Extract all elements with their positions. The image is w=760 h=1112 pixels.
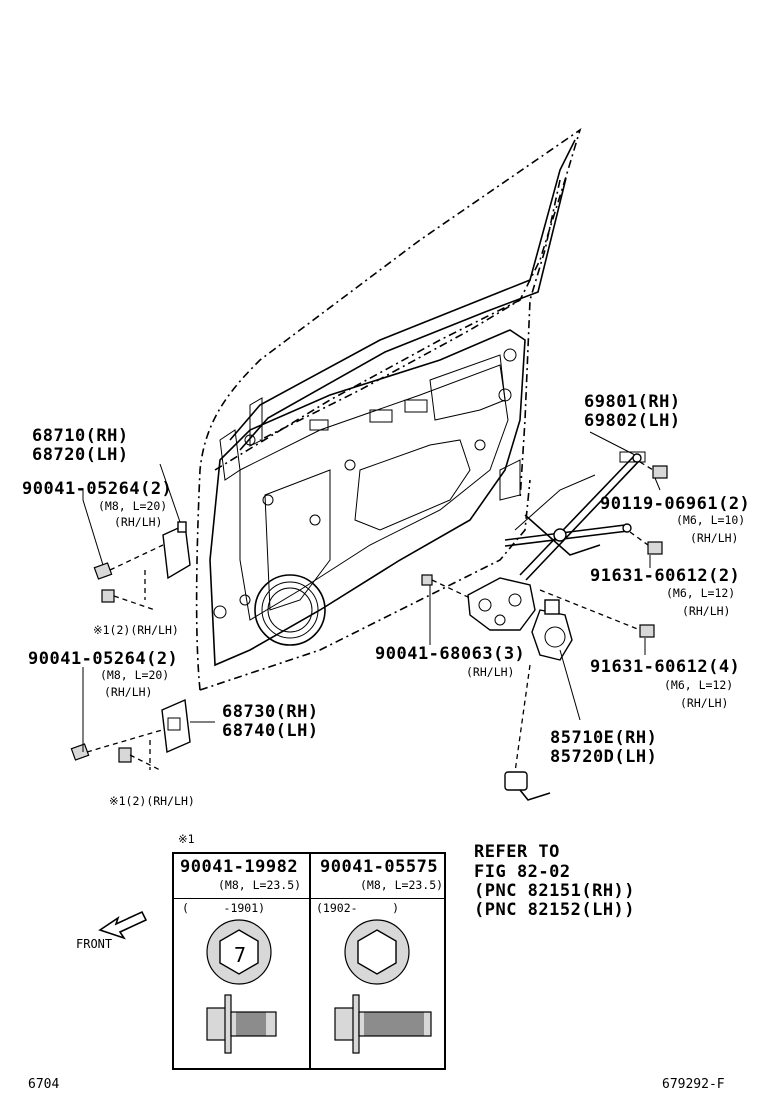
- front-arrow-icon: [98, 910, 148, 940]
- lower-hinge: [161, 698, 191, 754]
- part-68720-label[interactable]: 68720(LH): [32, 445, 129, 465]
- table-note-mark: ※1: [178, 832, 195, 846]
- part-90041-05264-lower-label[interactable]: 90041-05264(2): [28, 649, 179, 669]
- table-col2-range: (1902- ): [316, 901, 400, 915]
- bolt-variant-table: 90041-19982 (M8, L=23.5) ( -1901) 7 9004…: [172, 852, 446, 1070]
- motor-connector: [504, 664, 551, 801]
- front-label: FRONT: [76, 937, 113, 951]
- regulator-bracket: [467, 577, 536, 631]
- footer-page-code: 6704: [28, 1077, 60, 1092]
- window-motor: [531, 599, 573, 661]
- table-col2-part[interactable]: 90041-05575: [320, 857, 439, 877]
- refer-to-line1[interactable]: REFER TO: [474, 842, 560, 862]
- leader-lines: [82, 431, 661, 752]
- part-69802-label[interactable]: 69802(LH): [584, 411, 681, 431]
- part-90041-05264-lower-side: (RH/LH): [104, 685, 153, 699]
- part-90041-05264-upper-side: (RH/LH): [114, 515, 163, 529]
- table-col1-spec: (M8, L=23.5): [218, 878, 302, 892]
- part-90119-06961-label[interactable]: 90119-06961(2): [600, 494, 751, 514]
- refer-to-line2[interactable]: FIG 82-02: [474, 862, 571, 882]
- part-91631-60612-lower-spec: (M6, L=12): [664, 678, 734, 692]
- refer-to-line4[interactable]: (PNC 82152(LH)): [474, 900, 636, 920]
- part-90119-06961-side: (RH/LH): [690, 531, 739, 545]
- part-68730-label[interactable]: 68730(RH): [222, 702, 319, 722]
- refer-to-line3[interactable]: (PNC 82151(RH)): [474, 881, 636, 901]
- regulator-bolts: [421, 461, 668, 638]
- part-85710e-label[interactable]: 85710E(RH): [550, 728, 658, 748]
- part-90041-05264-upper-spec: (M8, L=20): [98, 499, 168, 513]
- part-91631-60612-lower-label[interactable]: 91631-60612(4): [590, 657, 741, 677]
- part-90119-06961-spec: (M6, L=10): [676, 513, 746, 527]
- bolt-side-icon-right: [334, 994, 432, 1054]
- part-69801-label[interactable]: 69801(RH): [584, 392, 681, 412]
- window-regulator: [504, 451, 646, 581]
- part-91631-60612-upper-spec: (M6, L=12): [666, 586, 736, 600]
- bolt-head-icon-left: [206, 919, 272, 985]
- part-90041-05264-lower-spec: (M8, L=20): [100, 668, 170, 682]
- bolt-side-icon-left: [206, 994, 277, 1054]
- upper-hinge: [162, 521, 191, 580]
- note-1-upper: ※1(2)(RH/LH): [93, 623, 179, 637]
- part-68710-label[interactable]: 68710(RH): [32, 426, 129, 446]
- note-1-lower: ※1(2)(RH/LH): [109, 794, 195, 808]
- inner-door-panel: [209, 329, 526, 667]
- table-col1-range: ( -1901): [182, 901, 266, 915]
- bolt-head-icon-right: [344, 919, 410, 985]
- part-90041-68063-label[interactable]: 90041-68063(3): [375, 644, 526, 664]
- part-91631-60612-upper-label[interactable]: 91631-60612(2): [590, 566, 741, 586]
- footer-figure-code: 679292-F: [662, 1077, 725, 1092]
- part-85720d-label[interactable]: 85720D(LH): [550, 747, 658, 767]
- window-frame: [229, 139, 576, 451]
- table-divider: [309, 854, 311, 1068]
- part-91631-60612-lower-side: (RH/LH): [680, 696, 729, 710]
- part-91631-60612-upper-side: (RH/LH): [682, 604, 731, 618]
- part-68740-label[interactable]: 68740(LH): [222, 721, 319, 741]
- part-90041-05264-upper-label[interactable]: 90041-05264(2): [22, 479, 173, 499]
- hinge-bolts: [70, 544, 164, 771]
- table-col2-spec: (M8, L=23.5): [360, 878, 444, 892]
- table-col1-head-mark: 7: [234, 943, 247, 967]
- door-panel-outline: [195, 128, 582, 691]
- table-header-rule: [174, 898, 444, 899]
- table-col1-part[interactable]: 90041-19982: [180, 857, 299, 877]
- part-90041-68063-side: (RH/LH): [466, 665, 515, 679]
